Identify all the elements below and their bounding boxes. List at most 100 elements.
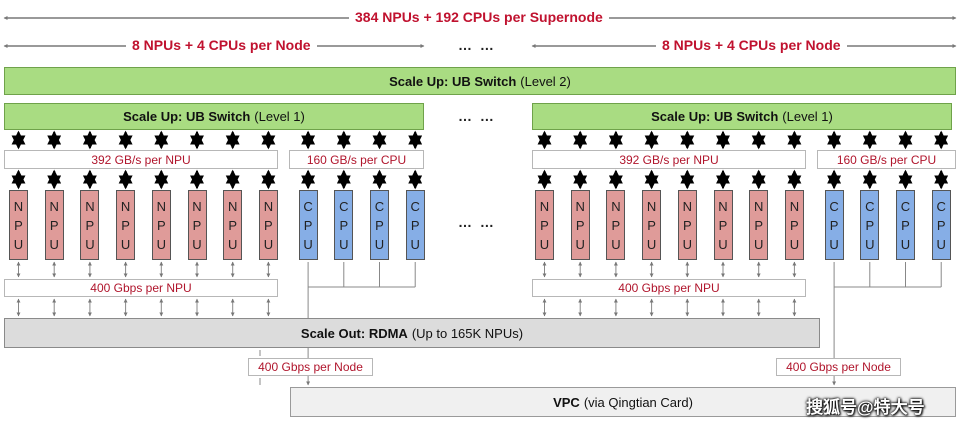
scale-out-detail: (Up to 165K NPUs) [411, 325, 524, 341]
chip-letter: P [901, 217, 910, 233]
chip-letter: P [540, 217, 549, 233]
chip-letter: P [375, 217, 384, 233]
chip-letter: P [718, 217, 728, 233]
chip-letter: P [156, 217, 166, 233]
node-network-label-left: 400 Gbps per Node [248, 358, 373, 376]
chip-letter: U [85, 236, 95, 252]
chip-letter: U [575, 236, 585, 252]
watermark-text: 搜狐号@特大号 [806, 398, 925, 417]
node-network-label-right: 400 Gbps per Node [776, 358, 901, 376]
chip-letter: N [753, 198, 764, 214]
chip-letter: U [410, 236, 420, 252]
ub-switch-level2-title: Scale Up: UB Switch [389, 73, 517, 89]
chip-letter: P [936, 217, 946, 233]
chip-letter: N [646, 198, 657, 214]
chip-letter: P [192, 217, 202, 233]
chip-letter: N [789, 198, 800, 214]
chip-letter: N [85, 198, 95, 214]
chip-letter: U [13, 236, 24, 252]
chip-letter: P [14, 217, 23, 233]
chip-letter: P [303, 217, 313, 233]
ub-switch-level2: Scale Up: UB Switch (Level 2) [4, 67, 956, 95]
npu-bandwidth-label-left: 392 GB/s per NPU [4, 150, 278, 169]
chip-letter: P [647, 217, 656, 233]
chip-letter: N [718, 198, 728, 214]
chip-letter: U [227, 236, 238, 252]
chip-letter: P [611, 217, 621, 233]
npu-bandwidth-label-right: 392 GB/s per NPU [532, 150, 806, 169]
chip-letter: C [900, 198, 911, 214]
ellipsis-top: … … [458, 37, 496, 53]
chip-letter: U [611, 236, 621, 252]
ub-switch-level1-left: Scale Up: UB Switch (Level 1) [4, 103, 424, 130]
chip-letter: C [936, 198, 946, 214]
chip-letter: P [339, 217, 349, 233]
chip-letter: N [682, 198, 692, 214]
chip-letter: P [121, 217, 130, 233]
scale-out-title: Scale Out: RDMA [300, 325, 408, 341]
chip-letter: N [575, 198, 585, 214]
chip-letter: N [263, 198, 274, 214]
node-label-right: 8 NPUs + 4 CPUs per Node [656, 37, 847, 53]
cpu-bandwidth-label-right: 160 GB/s per CPU [817, 150, 956, 169]
chip-letter: C [303, 198, 313, 214]
vpc-qingtian-bar: VPC (via Qingtian Card) [290, 387, 956, 417]
chip-letter: P [829, 217, 839, 233]
node-label-left: 8 NPUs + 4 CPUs per Node [126, 37, 317, 53]
npu-network-label-left: 400 Gbps per NPU [4, 279, 278, 297]
chip-letter: U [120, 236, 131, 252]
chip-letter: U [718, 236, 728, 252]
chip-letter: C [374, 198, 385, 214]
scale-out-rdma-bar: Scale Out: RDMA (Up to 165K NPUs) [4, 318, 820, 348]
chip-letter: N [611, 198, 621, 214]
ub-switch-level1-left-level: (Level 1) [254, 109, 305, 124]
vpc-title: VPC [553, 394, 580, 410]
chip-letter: P [682, 217, 692, 233]
supernode-label: 384 NPUs + 192 CPUs per Supernode [349, 9, 609, 25]
ub-switch-level1-right-level: (Level 1) [782, 109, 833, 124]
chip-letter: N [539, 198, 550, 214]
chip-letter: U [263, 236, 274, 252]
chip-letter: C [410, 198, 420, 214]
chip-letter: P [49, 217, 59, 233]
chip-letter: P [790, 217, 799, 233]
chip-letter: N [156, 198, 166, 214]
chip-letter: N [227, 198, 238, 214]
chip-letter: U [936, 236, 946, 252]
chip-letter: U [192, 236, 202, 252]
chip-letter: C [865, 198, 875, 214]
chip-letter: P [865, 217, 875, 233]
chip-letter: U [646, 236, 657, 252]
chip-letter: P [754, 217, 764, 233]
cpu-bandwidth-label-left: 160 GB/s per CPU [289, 150, 424, 169]
vpc-detail: (via Qingtian Card) [583, 394, 693, 410]
chip-letter: N [13, 198, 24, 214]
chip-letter: N [120, 198, 131, 214]
chip-letter: U [339, 236, 349, 252]
chip-letter: P [264, 217, 273, 233]
chip-letter: U [753, 236, 764, 252]
chip-letter: N [192, 198, 202, 214]
chip-letter: P [85, 217, 95, 233]
chip-letter: C [339, 198, 349, 214]
ub-switch-level2-level: (Level 2) [520, 73, 571, 89]
chip-letter: U [789, 236, 800, 252]
ub-switch-level1-right-title: Scale Up: UB Switch [651, 109, 779, 124]
